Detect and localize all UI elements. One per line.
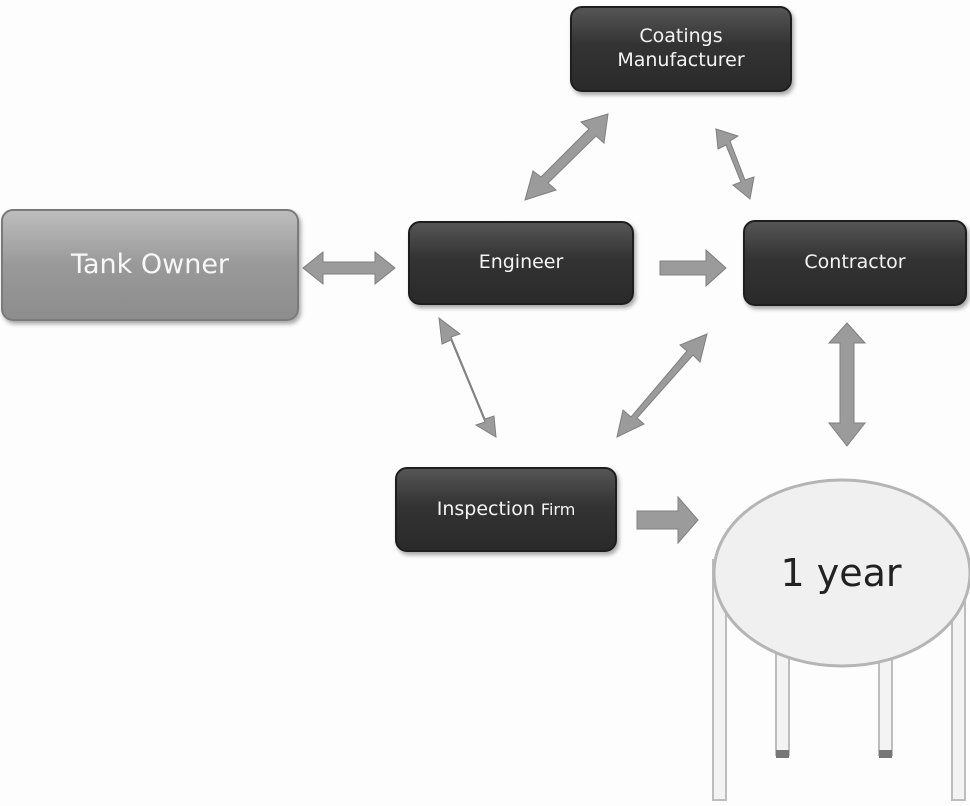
arrow-owner-engineer — [302, 250, 396, 286]
inspection-firm-label: Inspection Firm — [437, 498, 576, 522]
arrow-engineer-contractor — [659, 248, 727, 288]
tank-body — [712, 478, 970, 668]
coatings-manufacturer-label-line1: Coatings — [639, 25, 723, 48]
coatings-manufacturer-label-line2: Manufacturer — [617, 49, 745, 71]
inspection-label-main: Inspection — [436, 497, 535, 520]
inspection-firm-box: Inspection Firm — [395, 467, 617, 552]
inspection-label-suffix: Firm — [540, 499, 576, 519]
arrow-contractor-tank — [827, 322, 867, 447]
arrows — [302, 113, 867, 545]
arrow-contractor-inspection — [616, 333, 708, 438]
arrow-inspection-tank — [636, 495, 699, 545]
contractor-label: Contractor — [804, 251, 906, 274]
tank-graphic — [712, 478, 970, 801]
tank-owner-label: Tank Owner — [70, 249, 230, 281]
tank-owner-box: Tank Owner — [1, 209, 299, 321]
arrow-coatings-contractor — [715, 128, 755, 200]
tank-legs — [712, 559, 966, 801]
engineer-label: Engineer — [478, 251, 564, 274]
arrow-coatings-engineer — [524, 113, 609, 201]
tank-label: 1 year — [780, 550, 902, 595]
contractor-box: Contractor — [743, 220, 967, 306]
engineer-box: Engineer — [408, 221, 634, 305]
coatings-manufacturer-box: Coatings Manufacturer — [570, 6, 792, 92]
arrow-engineer-inspection — [438, 316, 497, 438]
